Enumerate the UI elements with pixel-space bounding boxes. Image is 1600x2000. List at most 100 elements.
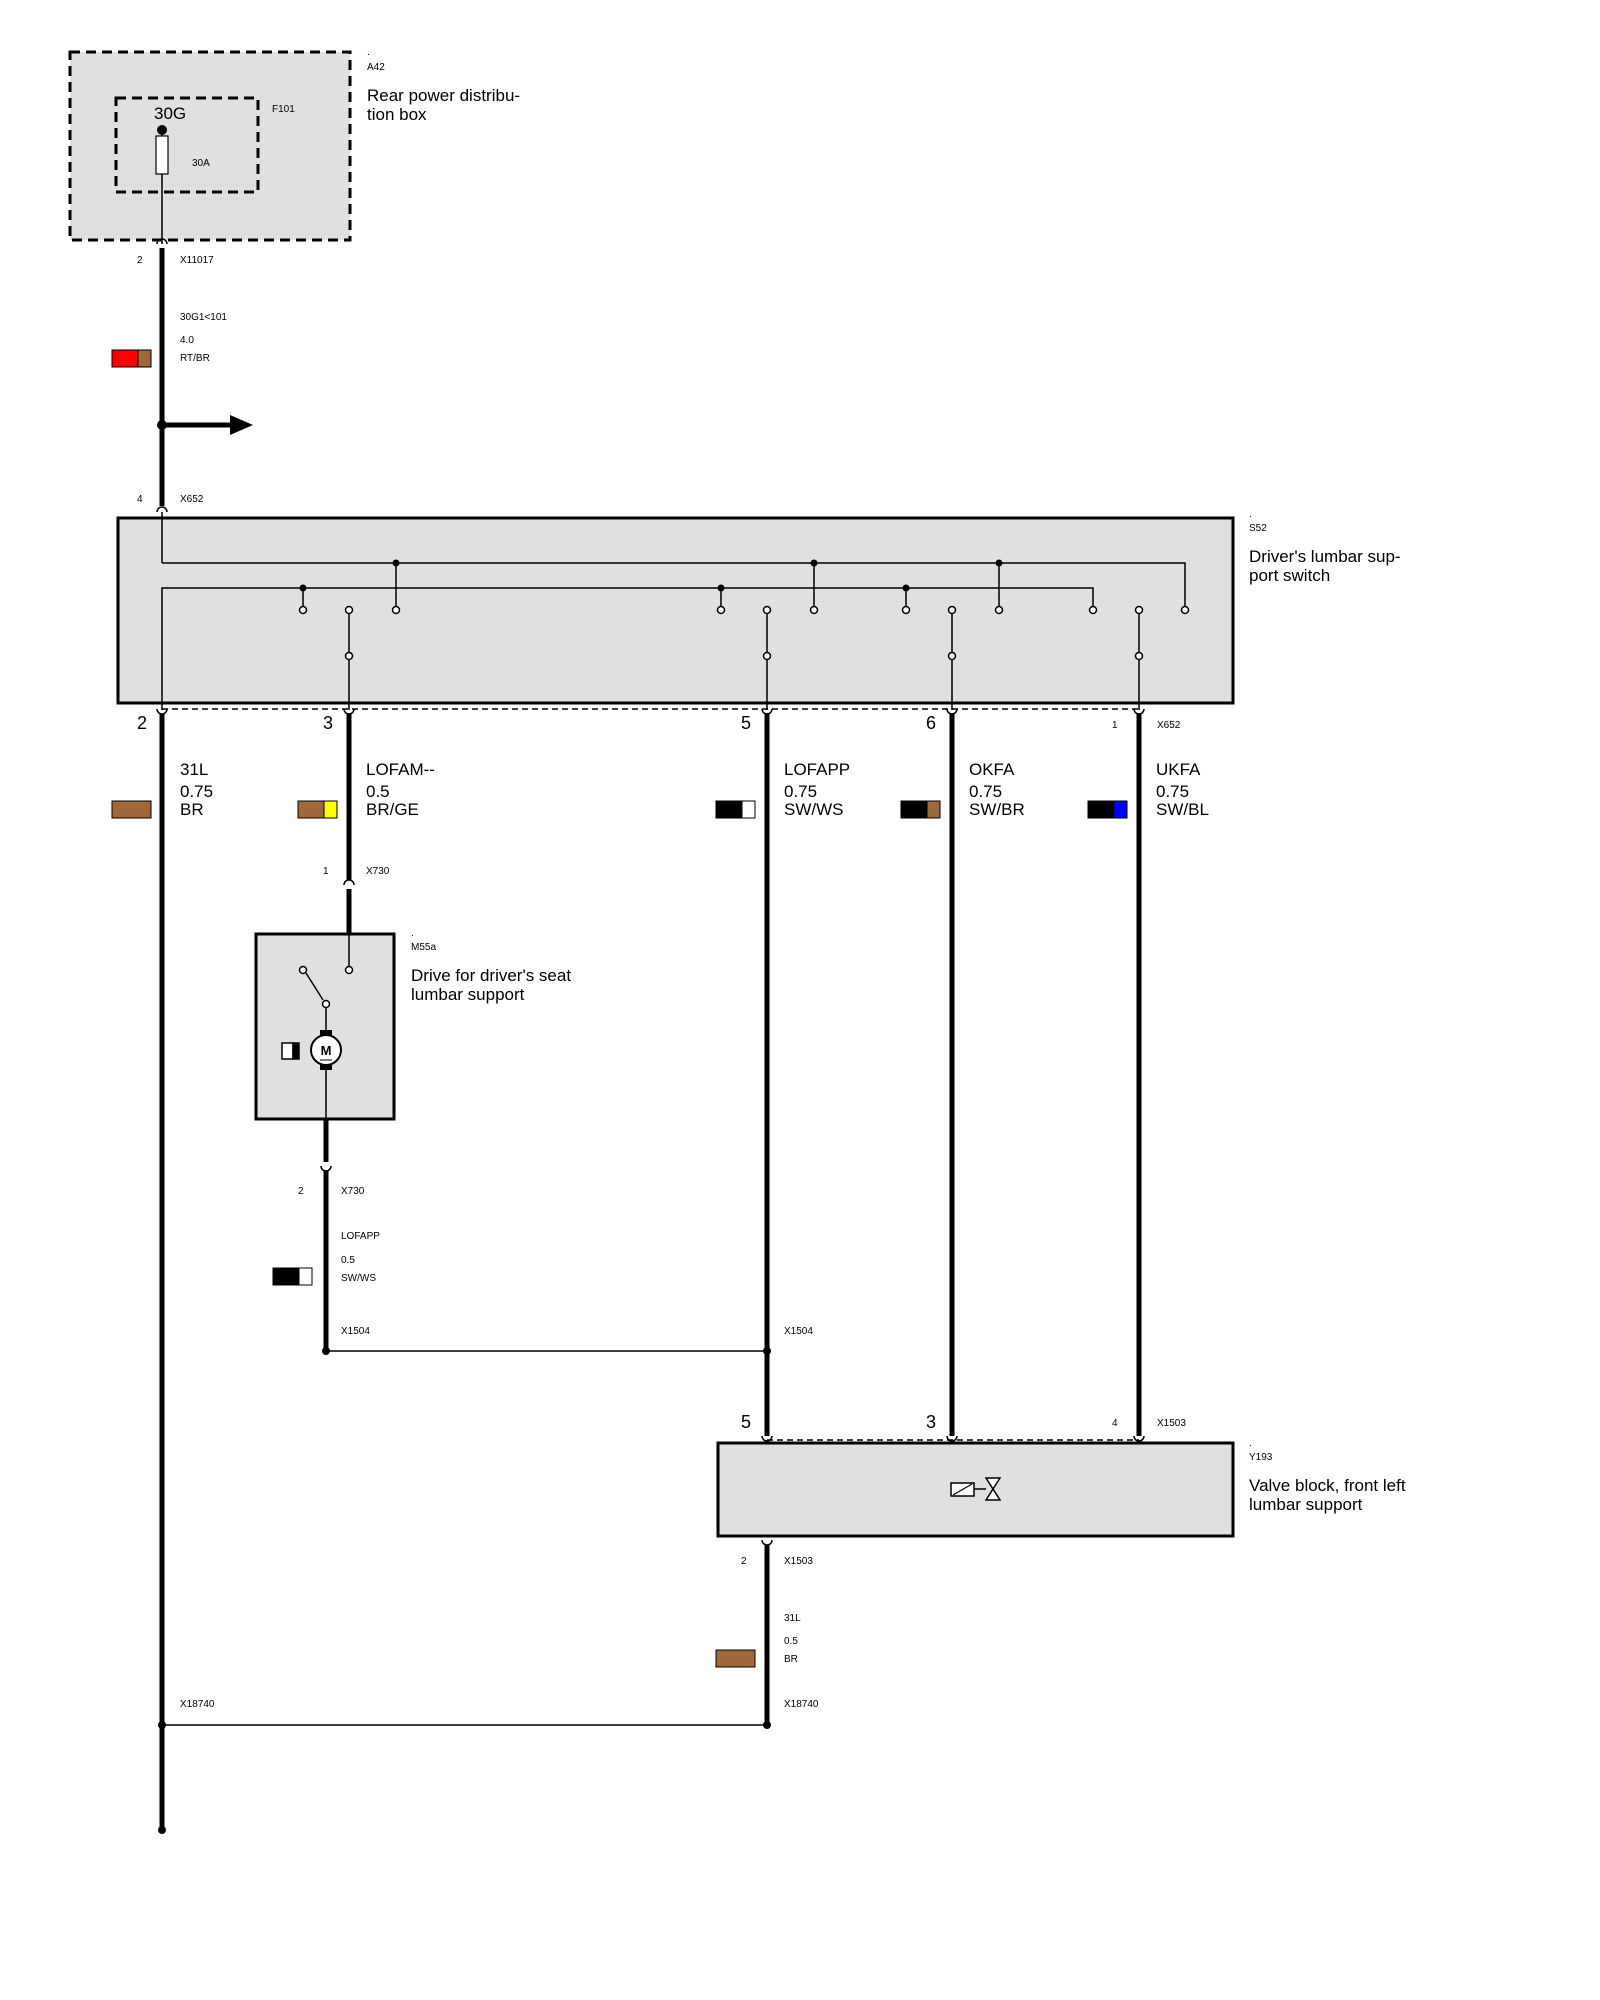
y193-name-line1: Valve block, front left xyxy=(1249,1476,1406,1495)
splice-x18740-right-label: X18740 xyxy=(784,1699,819,1710)
wire-okfa-pin: 6 xyxy=(926,713,936,733)
s52-box xyxy=(116,516,1235,705)
wire-31l-signal: 31L xyxy=(180,760,208,779)
y193-pin-5: 5 xyxy=(741,1412,751,1432)
y193-wire-gauge: 0.5 xyxy=(784,1636,798,1647)
y193-pin-3: 3 xyxy=(926,1412,936,1432)
wire-31l-pin: 2 xyxy=(137,713,147,733)
valve-icon xyxy=(950,1477,1002,1501)
feed-wire-color-code: RT/BR xyxy=(180,353,210,364)
splice-x1504-right-label: X1504 xyxy=(784,1326,813,1337)
feed-wire-signal: 30G1<101 xyxy=(180,312,227,323)
wire-lofam-pin: 3 xyxy=(323,713,333,733)
a42-box xyxy=(68,50,352,242)
x730-in-pin-label: 1 xyxy=(323,866,329,877)
s52-supply-bus xyxy=(162,562,1186,610)
branch-arrow-icon xyxy=(230,415,253,435)
m55a-id-label: M55a xyxy=(411,942,436,953)
a42-name-line2: tion box xyxy=(367,105,427,124)
feed-wire: 2 X11017 30G1<101 4.0 RT/BR 4 X652 xyxy=(111,238,253,513)
wire-lofapp-pin: 5 xyxy=(741,713,751,733)
x652-in-connector-label: X652 xyxy=(180,494,204,505)
y193-wire-color-code: BR xyxy=(784,1654,798,1665)
connector-x730-in-symbol xyxy=(343,879,355,886)
m55a-wire-gauge: 0.5 xyxy=(341,1255,355,1266)
y193-component: 5 3 4 X1503 . Y193 Valve block, front le… xyxy=(716,1412,1406,1538)
wire-ukfa-color-code: SW/BL xyxy=(1156,800,1209,819)
m55a-box xyxy=(254,932,396,1121)
m55a-output-wire: 2 X730 LOFAPP 0.5 SW/WS X1504 X1504 xyxy=(272,1119,813,1355)
ground-splice: X18740 X18740 xyxy=(158,1699,819,1834)
m55a-wire-color-code: SW/WS xyxy=(341,1273,376,1284)
wire-okfa-color-code: SW/BR xyxy=(969,800,1025,819)
wire-lofam-gauge: 0.5 xyxy=(366,782,390,801)
y193-wire-signal: 31L xyxy=(784,1613,801,1624)
fuse-id-label: F101 xyxy=(272,104,295,115)
s52-output-wires: 2 3 5 6 1 31L 0.75 BR LOFAM-- 0.5 BR/GE … xyxy=(111,708,1209,1828)
f101-fuse-box xyxy=(114,96,260,194)
m55a-wire-signal: LOFAPP xyxy=(341,1231,380,1242)
wire-ukfa-signal: UKFA xyxy=(1156,760,1201,779)
x11017-connector-label: X11017 xyxy=(180,255,214,266)
wire-color-swatch-br-ge xyxy=(297,800,338,819)
x652-out-connector-label: X652 xyxy=(1157,720,1181,731)
wire-color-swatch-sw-ws-2 xyxy=(272,1267,313,1286)
a42-component: 30G F101 30A . A42 Rear power distribu- … xyxy=(68,47,520,244)
y193-name-line2: lumbar support xyxy=(1249,1495,1363,1514)
x1503-out-pin-label: 2 xyxy=(741,1556,747,1567)
wire-color-swatch-br-2 xyxy=(715,1649,756,1668)
wire-color-swatch-sw-br xyxy=(900,800,941,819)
wire-color-swatch-br xyxy=(111,800,152,819)
a42-terminal-label: 30G xyxy=(154,104,186,123)
a42-dot: . xyxy=(367,47,370,58)
connector-x730-out-symbol xyxy=(320,1165,332,1172)
feed-wire-gauge: 4.0 xyxy=(180,335,194,346)
wire-lofam-color-code: BR/GE xyxy=(366,800,419,819)
m55a-dot: . xyxy=(411,928,414,939)
connector-x11017-symbol xyxy=(156,238,168,245)
s52-ground-bus xyxy=(161,587,1094,710)
s52-contacts xyxy=(298,605,1190,661)
x11017-pin-label: 2 xyxy=(137,255,143,266)
y193-output-wire: 2 X1503 31L 0.5 BR xyxy=(715,1539,813,1725)
wire-color-swatch-sw-ws xyxy=(715,800,756,819)
wire-lofapp-color-code: SW/WS xyxy=(784,800,844,819)
splice-x1504-left-label: X1504 xyxy=(341,1326,370,1337)
fuse-rating-label: 30A xyxy=(192,158,210,169)
s52-dot: . xyxy=(1249,509,1252,520)
x1503-in-connector-label: X1503 xyxy=(1157,1418,1186,1429)
x730-out-connector-label: X730 xyxy=(341,1186,365,1197)
wire-ukfa-pin: 1 xyxy=(1112,720,1118,731)
wire-lofam-signal: LOFAM-- xyxy=(366,760,435,779)
wire-color-swatch-rt-br xyxy=(111,349,152,368)
s52-name-line1: Driver's lumbar sup- xyxy=(1249,547,1401,566)
m55a-component: 1 X730 M . M55a Drive for driver's seat … xyxy=(254,866,571,1121)
splice-x18740-left-label: X18740 xyxy=(180,1699,215,1710)
wire-okfa-signal: OKFA xyxy=(969,760,1015,779)
wire-color-swatch-sw-bl xyxy=(1087,800,1128,819)
m55a-switch-contact xyxy=(305,972,324,1001)
s52-component: . S52 Driver's lumbar sup- port switch X… xyxy=(116,509,1401,731)
x730-out-pin-label: 2 xyxy=(298,1186,304,1197)
wire-31l-gauge: 0.75 xyxy=(180,782,213,801)
connector-x1503-out-symbol xyxy=(761,1539,773,1546)
fuse-icon xyxy=(155,135,169,175)
motor-label: M xyxy=(321,1043,332,1058)
x652-in-pin-label: 4 xyxy=(137,494,143,505)
wire-ukfa-gauge: 0.75 xyxy=(1156,782,1189,801)
s52-name-line2: port switch xyxy=(1249,566,1330,585)
ground-terminal-dot xyxy=(158,1826,166,1834)
y193-pin-4: 4 xyxy=(1112,1418,1118,1429)
m55a-name-line2: lumbar support xyxy=(411,985,525,1004)
wire-lofapp-gauge: 0.75 xyxy=(784,782,817,801)
y193-id-label: Y193 xyxy=(1249,1452,1273,1463)
m55a-name-line1: Drive for driver's seat xyxy=(411,966,571,985)
s52-id-label: S52 xyxy=(1249,523,1267,534)
motor-icon xyxy=(310,1034,342,1066)
x1503-out-connector-label: X1503 xyxy=(784,1556,813,1567)
a42-id-label: A42 xyxy=(367,62,385,73)
wire-31l-color-code: BR xyxy=(180,800,204,819)
a42-name-line1: Rear power distribu- xyxy=(367,86,520,105)
wire-okfa-gauge: 0.75 xyxy=(969,782,1002,801)
